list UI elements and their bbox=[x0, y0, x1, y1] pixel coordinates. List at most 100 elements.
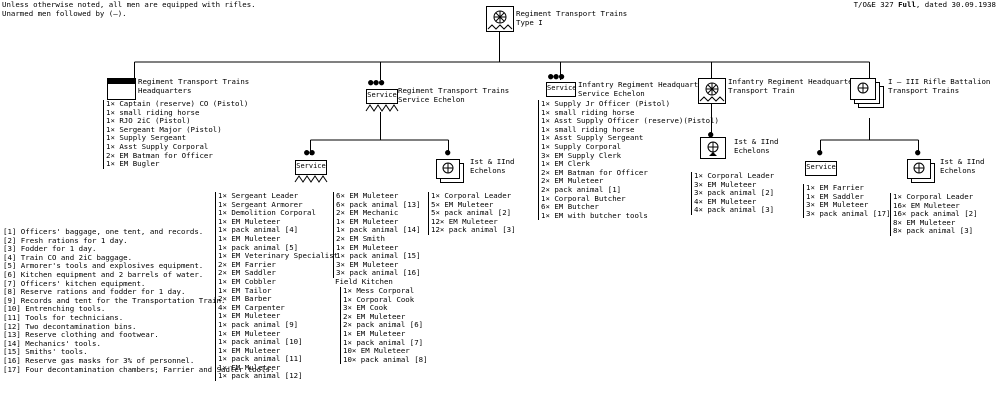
roster-line: 1× pack animal [12] bbox=[218, 371, 303, 381]
top-unit-label: Regiment Transport Trains Type I bbox=[516, 9, 627, 27]
roster-line: 1× Corporal Cook bbox=[343, 294, 415, 304]
roster-line: 5× EM Muleteer bbox=[431, 199, 494, 209]
roster-line: 1× EM Muleteer bbox=[218, 345, 281, 355]
field-kitchen-title: Field Kitchen bbox=[335, 277, 393, 286]
hq-label: Regiment Transport Trains Headquarters bbox=[138, 77, 250, 95]
inf-service-title2: Service Echelon bbox=[578, 88, 645, 98]
roster-line: 1× Demolition Corporal bbox=[218, 208, 316, 218]
top-unit-symbol bbox=[486, 6, 514, 32]
header-note-rifles: Unless otherwise noted, all men are equi… bbox=[2, 0, 256, 9]
roster-line: 1× small riding horse bbox=[541, 124, 635, 134]
hq-roster: 1× Captain (reserve) CO (Pistol)1× small… bbox=[103, 99, 249, 169]
legend-item: [13] Reserve clothing and footwear. bbox=[3, 330, 159, 340]
svc-ech-label: Ist & IInd Echelons bbox=[470, 157, 515, 175]
roster-line: 2× EM Batman for Officer bbox=[541, 167, 648, 177]
inf-transport-title2: Transport Train bbox=[728, 85, 795, 95]
roster-line: 2× EM Batman for Officer bbox=[106, 150, 213, 160]
rifle-bn-service-symbol: Service bbox=[805, 161, 837, 176]
roster-line: 3× pack animal [16] bbox=[336, 268, 421, 278]
legend-item: [3] Fodder for 1 day. bbox=[3, 244, 97, 254]
roster-line: 1× pack animal [15] bbox=[336, 251, 421, 261]
platoon-dots-icon: ●●● bbox=[368, 78, 385, 88]
roster-line: 1× pack animal [5] bbox=[218, 242, 299, 252]
rifle-bn-label: I – III Rifle Battalion Transport Trains bbox=[888, 77, 990, 95]
roster-line: 16× EM Muleteer bbox=[893, 200, 960, 210]
wheel-icon bbox=[442, 162, 454, 174]
squad-dot-icon: ● bbox=[817, 148, 823, 158]
service-echelon-title1: Regiment Transport Trains bbox=[398, 86, 510, 95]
legend-item: [14] Mechanics' tools. bbox=[3, 338, 101, 348]
roster-line: 1× Asst Supply Corporal bbox=[106, 141, 209, 151]
roster-line: 1× EM Muleteer bbox=[218, 233, 281, 243]
roster-line: 2× EM Saddler bbox=[218, 268, 276, 278]
roster-line: 1× EM with butcher tools bbox=[541, 210, 648, 220]
roster-line: 2× pack animal [1] bbox=[541, 184, 622, 194]
hq-title1: Regiment Transport Trains bbox=[138, 77, 250, 86]
roster-line: 2× EM Barber bbox=[218, 294, 272, 304]
squad-dot-icon: ● bbox=[915, 148, 921, 158]
legend-item: [16] Reserve gas masks for 3% of personn… bbox=[3, 355, 195, 365]
legend-item: [2] Fresh rations for 1 day. bbox=[3, 235, 128, 245]
legend-item: [5] Armorer's tools and explosives equip… bbox=[3, 261, 204, 271]
roster-line: 1× Corporal Butcher bbox=[541, 193, 626, 203]
wheel-icon bbox=[707, 141, 719, 156]
rifle-bn-symbol bbox=[850, 78, 876, 100]
toe-bold: Full bbox=[898, 0, 916, 9]
roster-line: 6× EM Butcher bbox=[541, 202, 599, 212]
roster-line: 1× pack animal [14] bbox=[336, 225, 421, 235]
legend-item: [15] Smiths' tools. bbox=[3, 347, 88, 357]
inf-service-roster: 1× Supply Jr Officer (Pistol)1× small ri… bbox=[538, 99, 719, 221]
rifle-ech-label: Ist & IInd Echelons bbox=[940, 157, 985, 175]
roster-line: 3× EM Cook bbox=[343, 303, 388, 313]
roster-line: 12× EM Muleteer bbox=[431, 216, 498, 226]
inf-service-title1: Infantry Regiment Headquarters bbox=[578, 80, 712, 89]
wheels-icon bbox=[294, 175, 328, 183]
roster-line: 4× pack animal [3] bbox=[694, 205, 775, 215]
toe-suffix: , dated 30.09.1938 bbox=[915, 0, 996, 9]
roster-line: 8× pack animal [3] bbox=[893, 226, 974, 236]
svc-ech-title1: Ist & IInd bbox=[470, 157, 515, 166]
roster-line: 6× EM Muleteer bbox=[336, 191, 399, 200]
roster-line: 1× EM Muleteer bbox=[218, 216, 281, 226]
roster-line: 12× pack animal [3] bbox=[431, 225, 516, 235]
svc-ech-title2: Echelons bbox=[470, 165, 506, 175]
roster-line: 2× EM Mechanic bbox=[336, 208, 399, 218]
toe-prefix: T/O&E 327 bbox=[853, 0, 899, 9]
inf-transport-title1: Infantry Regiment Headquarters bbox=[728, 77, 862, 86]
roster-line: 1× pack animal [11] bbox=[218, 354, 303, 364]
legend-item: [9] Records and tent for the Transportat… bbox=[3, 295, 226, 305]
roster-line: 3× EM Muleteer bbox=[336, 259, 399, 269]
roster-line: 1× EM Bugler bbox=[106, 159, 160, 169]
roster-line: 1× pack animal [9] bbox=[218, 319, 299, 329]
roster-line: 1× Captain (reserve) CO (Pistol) bbox=[106, 99, 249, 108]
legend-item: [11] Tools for technicians. bbox=[3, 312, 124, 322]
inf-service-label: Infantry Regiment Headquarters Service E… bbox=[578, 80, 712, 98]
squad-dot-icon: ● bbox=[445, 148, 451, 158]
roster-line: 16× pack animal [2] bbox=[893, 209, 978, 219]
top-title2: Type I bbox=[516, 17, 543, 27]
legend: [1] Officers' baggage, one tent, and rec… bbox=[3, 227, 274, 374]
roster-line: 1× EM Farrier bbox=[806, 183, 864, 192]
rifle-ech-title2: Echelons bbox=[940, 165, 976, 175]
roster-line: 1× Sergeant Major (Pistol) bbox=[106, 124, 222, 134]
legend-item: [6] Kitchen equipment and 2 barrels of w… bbox=[3, 269, 204, 279]
svc-ech-symbol bbox=[436, 159, 460, 179]
wheel-icon bbox=[857, 82, 869, 94]
toe-reference: T/O&E 327 Full, dated 30.09.1938 bbox=[853, 0, 996, 10]
roster-line: 1× EM Muleteer bbox=[218, 328, 281, 338]
roster-line: 1× EM Muleteer bbox=[218, 311, 281, 321]
roster-line: 8× EM Muleteer bbox=[893, 217, 956, 227]
roster-line: 1× EM Tailor bbox=[218, 285, 272, 295]
inf-transport-symbol bbox=[698, 78, 726, 104]
inf-transport-label: Infantry Regiment Headquarters Transport… bbox=[728, 77, 862, 95]
roster-line: 1× Asst Supply Sergeant bbox=[541, 133, 644, 143]
roster-line: 3× pack animal [17] bbox=[806, 208, 891, 218]
roster-line: 1× small riding horse bbox=[106, 107, 200, 117]
legend-item: [8] Reserve rations and fodder for 1 day… bbox=[3, 287, 186, 297]
roster-line: 1× Corporal Leader bbox=[893, 192, 974, 201]
roster-line: 1× pack animal [10] bbox=[218, 337, 303, 347]
